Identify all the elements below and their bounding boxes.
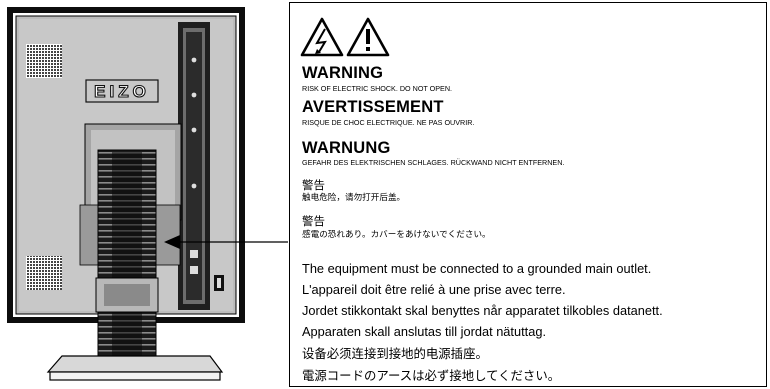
warning-heading-ja: 警告 — [302, 214, 325, 228]
vent-grille-top — [26, 44, 62, 78]
grounding-line-sv: Apparaten skall anslutas till jordat nät… — [302, 324, 546, 339]
vent-grille-bottom — [26, 256, 62, 290]
grounding-line-en: The equipment must be connected to a gro… — [302, 261, 652, 276]
warning-heading-de: WARNUNG — [302, 139, 391, 157]
grounding-line-ja: 電源コードのアースは必ず接地してください。 — [302, 368, 561, 383]
warning-subtext-fr: RISQUE DE CHOC ELECTRIQUE. NE PAS OUVRIR… — [302, 118, 475, 127]
warning-heading-en: WARNING — [302, 64, 384, 82]
grounding-line-fr: L'appareil doit être relié à une prise a… — [302, 282, 566, 297]
svg-text:EIZO: EIZO — [94, 82, 150, 101]
grounding-line-no: Jordet stikkontakt skal benyttes når app… — [302, 303, 663, 318]
warning-heading-zh: 警告 — [302, 178, 325, 192]
warning-heading-fr: AVERTISSEMENT — [302, 98, 444, 116]
warning-subtext-ja: 感電の恐れあり。カバーをあけないでください。 — [302, 230, 491, 240]
eizo-logo: EIZO — [85, 79, 159, 103]
stand-base — [46, 355, 224, 373]
electric-shock-hazard-icon — [300, 17, 344, 57]
general-warning-icon — [346, 17, 390, 57]
warning-label-panel: WARNING RISK OF ELECTRIC SHOCK. DO NOT O… — [289, 2, 767, 387]
monitor-rear-illustration: EIZO — [7, 7, 245, 381]
grounding-line-zh: 设备必须连接到接地的电源插座。 — [302, 346, 488, 361]
warning-subtext-zh: 触电危险，请勿打开后盖。 — [302, 193, 406, 203]
warning-subtext-en: RISK OF ELECTRIC SHOCK. DO NOT OPEN. — [302, 84, 453, 93]
warning-subtext-de: GEFAHR DES ELEKTRISCHEN SCHLAGES. RÜCKWA… — [302, 158, 565, 167]
